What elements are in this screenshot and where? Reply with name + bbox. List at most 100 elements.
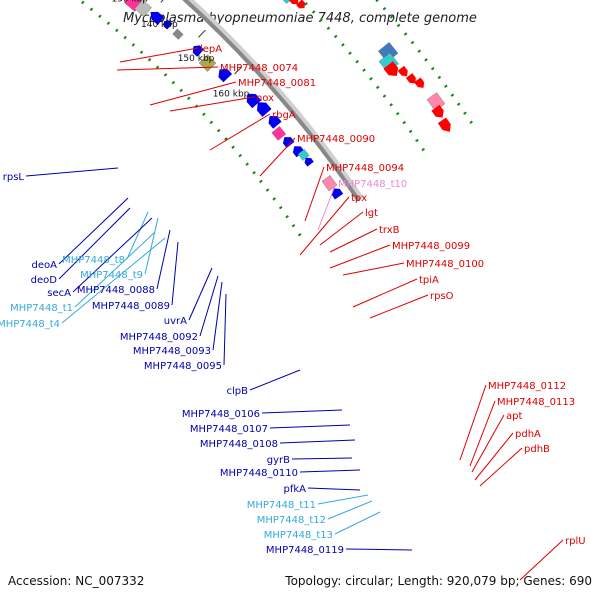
outer-gene-27 <box>437 117 451 132</box>
outer-gene-18-arrow <box>296 0 306 9</box>
gene-label: pdhA <box>515 429 541 440</box>
leader-line <box>171 241 179 306</box>
leader-line <box>304 166 325 222</box>
outer-gene-22-arrow <box>397 65 408 77</box>
gene-label: nox <box>256 93 274 104</box>
gene-labels: lepAMHP7448_0074MHP7448_0081noxrbgAMHP74… <box>0 44 586 556</box>
inner-gene-27 <box>256 102 272 117</box>
outer-gene-24-arrow <box>414 77 425 88</box>
leader-line <box>25 167 119 177</box>
backbone-shadow <box>182 0 364 202</box>
leader-line <box>149 81 237 106</box>
leader-line <box>223 293 227 366</box>
gene-label: pfkA <box>284 484 307 495</box>
leader-line <box>471 414 505 473</box>
inner-gene-31-arrow <box>292 146 305 158</box>
inner-gene-21 <box>163 20 173 30</box>
scale-tick-label: 140 kbp <box>141 20 178 30</box>
outer-gene-23 <box>405 73 416 84</box>
gene-label: pdhB <box>524 444 550 455</box>
gene-label: MHP7448_t4 <box>0 319 60 330</box>
leader-line <box>317 494 369 505</box>
outer-gene-24 <box>414 77 425 88</box>
leader-line <box>307 487 361 491</box>
leader-line <box>319 211 364 246</box>
gene-label: MHP7448_0093 <box>133 346 211 357</box>
leader-line <box>269 424 351 429</box>
leader-line <box>299 196 350 256</box>
leader-line <box>116 66 219 71</box>
leader-line <box>519 539 564 581</box>
outer-gene-21-arrow <box>383 61 399 77</box>
outer-gene-23-arrow <box>405 73 416 84</box>
leader-line <box>126 211 149 260</box>
gene-label: MHP7448_0107 <box>190 424 268 435</box>
leader-line <box>212 281 223 351</box>
gene-label: rbgA <box>272 110 296 121</box>
gene-label: clpB <box>227 386 249 397</box>
leader-line <box>352 278 418 308</box>
gene-label: MHP7448_t12 <box>257 515 326 526</box>
leader-line <box>259 137 296 177</box>
leader-line <box>299 469 361 473</box>
leader-line <box>327 500 373 520</box>
leader-line <box>249 369 301 391</box>
inner-gene-19-box <box>134 0 152 17</box>
inner-gene-29-box <box>271 126 287 141</box>
gene-label: MHP7448_0088 <box>77 285 155 296</box>
scale-tick-label: 160 kbp <box>213 89 250 99</box>
outer-gene-17 <box>288 0 299 5</box>
dot-ring-1 <box>77 0 304 240</box>
label-leaders <box>25 47 564 581</box>
inner-gene-27-arrow <box>256 102 272 117</box>
gene-label: rplU <box>565 536 586 547</box>
inner-gene-30 <box>282 137 295 149</box>
leader-line <box>479 447 523 487</box>
inner-gene-28 <box>268 116 282 129</box>
gene-label: tpx <box>351 193 367 204</box>
outer-gene-18 <box>296 0 306 9</box>
gene-label: MHP7448_0099 <box>392 241 470 252</box>
scale-tick-label: 150 kbp <box>178 54 215 64</box>
inner-gene-29 <box>271 126 287 141</box>
gene-label: deoD <box>31 275 58 286</box>
gene-label: lgt <box>365 208 378 219</box>
gene-label: MHP7448_t8 <box>62 255 125 266</box>
tick-dot-rings <box>77 0 474 240</box>
outer-gene-26 <box>431 104 444 118</box>
leader-line <box>317 182 337 231</box>
leader-line <box>74 231 156 308</box>
backbone-line <box>182 0 361 202</box>
outer-gene-21 <box>383 61 399 77</box>
leader-line <box>342 262 405 276</box>
accession-text: Accession: NC_007332 <box>8 574 144 588</box>
leader-line <box>334 511 381 535</box>
gene-label: MHP7448_0112 <box>488 381 566 392</box>
inner-gene-25 <box>218 68 233 83</box>
leader-line <box>72 217 153 293</box>
gene-label: tpiA <box>419 275 439 286</box>
gene-label: MHP7448_0074 <box>220 63 298 74</box>
gene-label: uvrA <box>164 316 187 327</box>
inner-gene-19 <box>134 0 152 17</box>
gene-label: MHP7448_0113 <box>497 397 575 408</box>
inner-gene-22-box <box>172 28 184 40</box>
inner-gene-33-arrow <box>304 157 314 167</box>
leader-line <box>369 294 429 319</box>
inner-gene-20-arrow <box>150 11 165 25</box>
gene-label: gyrB <box>267 455 290 466</box>
gene-label: MHP7448_0106 <box>182 409 260 420</box>
scale-tick-mark <box>198 29 206 38</box>
outer-gene-22 <box>397 65 408 77</box>
gene-label: deoA <box>32 260 58 271</box>
gene-label: MHP7448_0081 <box>238 78 316 89</box>
leader-line <box>261 409 343 414</box>
outer-gene-17-arrow <box>288 0 299 5</box>
scale-tick-mark <box>234 66 243 75</box>
inner-gene-22 <box>172 28 184 40</box>
inner-gene-31 <box>292 146 305 158</box>
gene-label: MHP7448_t13 <box>264 530 333 541</box>
leader-line <box>156 229 171 290</box>
leader-line <box>61 237 166 324</box>
leader-line <box>345 548 413 551</box>
